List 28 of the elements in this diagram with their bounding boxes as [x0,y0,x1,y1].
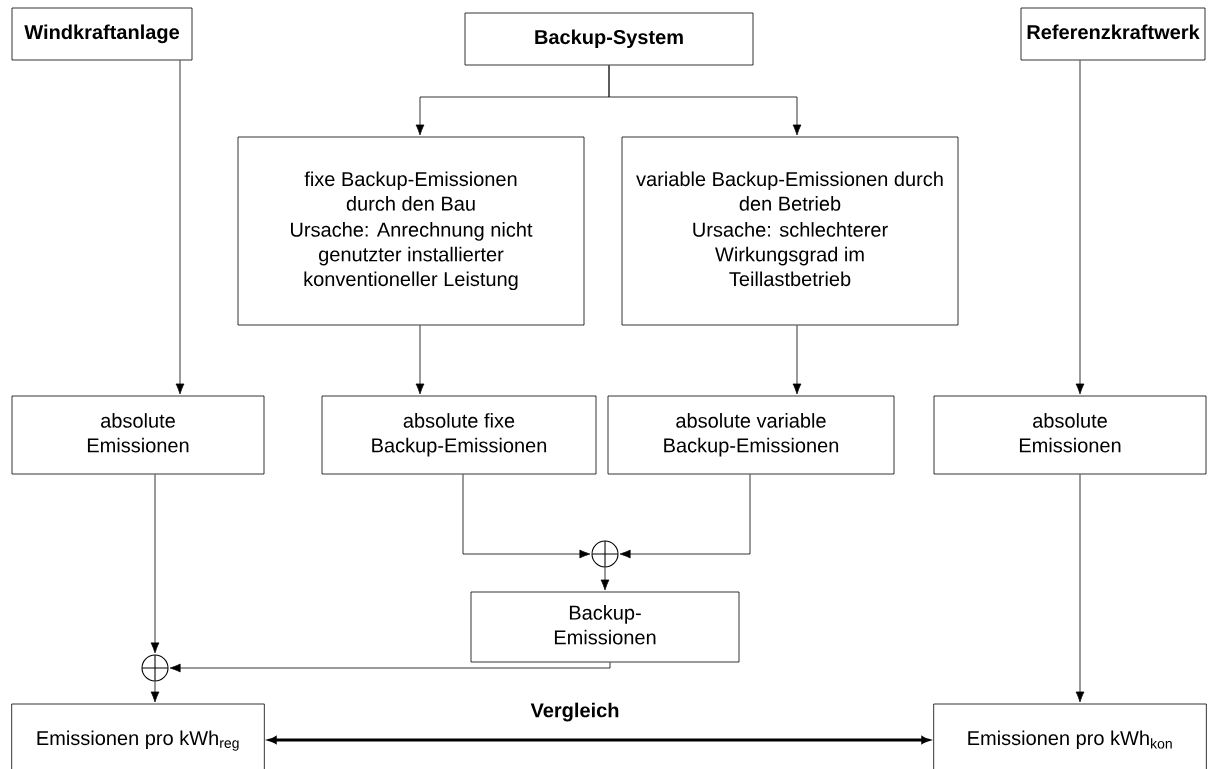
arrow [600,567,610,591]
process-box: variable Backup-Emissionen durch den Betrieb Ursache: schlechterer Wirkungsgrad im Teillastbetrieb [621,136,959,326]
arrow [415,325,425,395]
edge-label: Vergleich [529,701,621,723]
process-box: Emissionen pro kWh$_{reg}$ [11,703,265,769]
process-box: Emissionen pro kWh$_{kon}$ [933,703,1207,769]
process-box: fixe Backup-Emissionen durch den Bau Ursache: Anrechnung nicht genutzter installierter konventioneller Leistung [237,136,585,326]
arrow [1075,60,1085,395]
arrow [169,662,611,673]
arrow [792,325,802,395]
arrow [608,65,802,136]
process-box: absolute Emissionen [933,395,1207,475]
arrow [268,736,930,744]
process-box: absolute fixe Backup-Emissionen [321,395,597,475]
arrow [150,681,160,703]
arrow [175,60,185,395]
arrow [619,474,751,559]
arrow [1075,474,1085,703]
arrow [462,474,591,559]
sum-junction [141,654,169,682]
title-box: Windkraftanlage [11,7,193,61]
title-box: Backup-System [464,12,754,66]
process-box: absolute variable Backup-Emissionen [607,395,895,475]
sum-junction [591,540,619,568]
arrow [150,474,160,654]
process-box: Backup-Emissionen [470,591,740,663]
process-box: absolute Emissionen [11,395,265,475]
title-box: Referenzkraftwerk [1020,7,1206,61]
